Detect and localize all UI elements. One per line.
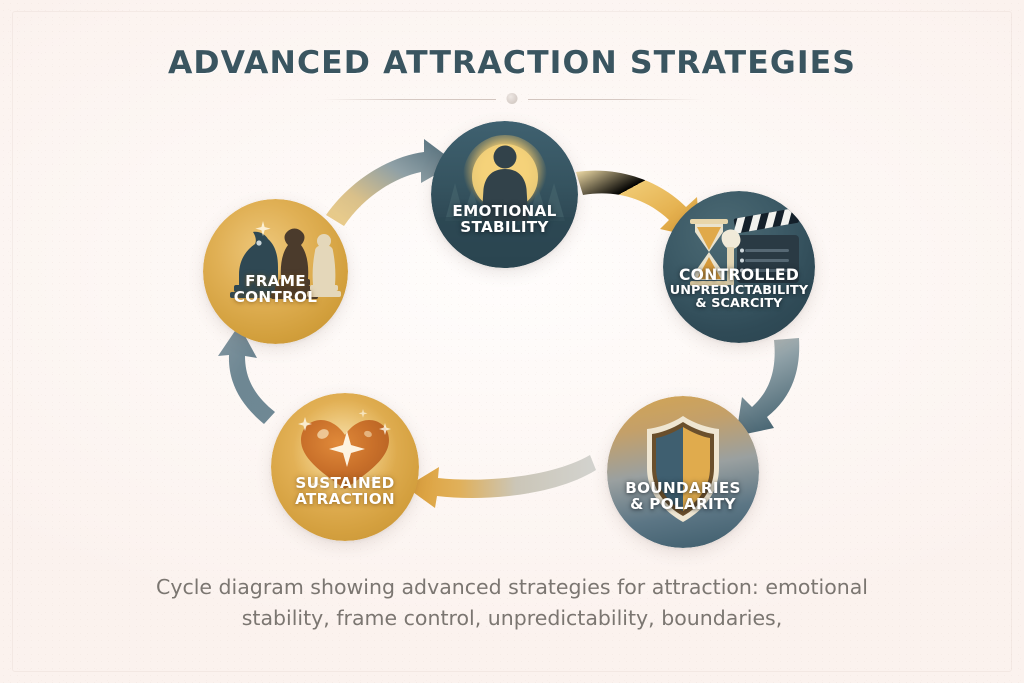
sustained-attraction-art (271, 393, 419, 541)
sparkling-heart-icon (293, 399, 397, 503)
node-label-line-1: CONTROLLED (678, 266, 800, 284)
figure-caption-line-2: stability, frame control, unpredictabili… (241, 606, 783, 631)
person-silhouette-sunrise-forest-icon (431, 135, 578, 268)
node-label-line-2: STABILITY (460, 218, 549, 237)
node-label-emotional-stability: EMOTIONAL STABILITY (431, 203, 578, 236)
chess-bishop-icon (307, 234, 341, 297)
arrow-controlled-to-boundaries (736, 338, 800, 436)
cycle-node-controlled-unpredictability[interactable]: CONTROLLED UNPREDICTABILITY & SCARCITY (663, 191, 815, 343)
node-label-sustained-attraction: SUSTAINED ATRACTION (271, 475, 419, 508)
figure-caption-line-1: Cycle diagram showing advanced strategie… (156, 575, 868, 599)
hourglass-clapperboard-icon (690, 208, 799, 286)
boundaries-polarity-art (607, 396, 759, 548)
node-label-line-1: BOUNDARIES (625, 479, 741, 497)
divider-line-right (528, 98, 702, 100)
node-label-line-2: & POLARITY (630, 495, 736, 514)
cycle-node-boundaries-polarity[interactable]: BOUNDARIES & POLARITY (607, 396, 759, 548)
title-divider (322, 93, 702, 105)
page-title: ADVANCED ATTRACTION STRATEGIES (167, 45, 857, 81)
node-label-line-3: & SCARCITY (695, 296, 783, 312)
arrow-boundaries-to-sustained (406, 455, 596, 508)
node-label-controlled-unpredictability: CONTROLLED UNPREDICTABILITY & SCARCITY (663, 267, 815, 311)
hourglass-icon (690, 219, 728, 286)
node-label-line-2: CONTROL (233, 288, 318, 307)
node-label-line-1: SUSTAINED (295, 474, 395, 492)
cycle-node-frame-control[interactable]: FRAME CONTROL (203, 199, 348, 344)
chess-pieces-icon (230, 221, 341, 299)
node-label-line-1: FRAME (245, 272, 306, 290)
divider-line-left (322, 98, 496, 100)
clapperboard-icon (721, 208, 799, 285)
node-label-boundaries-polarity: BOUNDARIES & POLARITY (607, 480, 759, 513)
cycle-node-emotional-stability[interactable]: EMOTIONAL STABILITY (431, 121, 578, 268)
node-label-frame-control: FRAME CONTROL (203, 273, 348, 306)
header: ADVANCED ATTRACTION STRATEGIES (0, 45, 1024, 104)
emotional-stability-art (431, 121, 578, 268)
figure-caption: Cycle diagram showing advanced strategie… (120, 572, 904, 634)
frame-control-art (203, 199, 348, 344)
node-label-line-2: UNPREDICTABILITY (669, 282, 809, 298)
controlled-unpredictability-art (663, 191, 815, 343)
shield-icon (647, 416, 719, 522)
cycle-node-sustained-attraction[interactable]: SUSTAINED ATRACTION (271, 393, 419, 541)
node-label-line-1: EMOTIONAL (452, 202, 557, 220)
sparkle-icon (255, 221, 271, 237)
node-label-line-2: ATRACTION (295, 490, 395, 509)
chess-queen-icon (271, 228, 318, 299)
divider-diamond-dot-icon (506, 93, 518, 104)
